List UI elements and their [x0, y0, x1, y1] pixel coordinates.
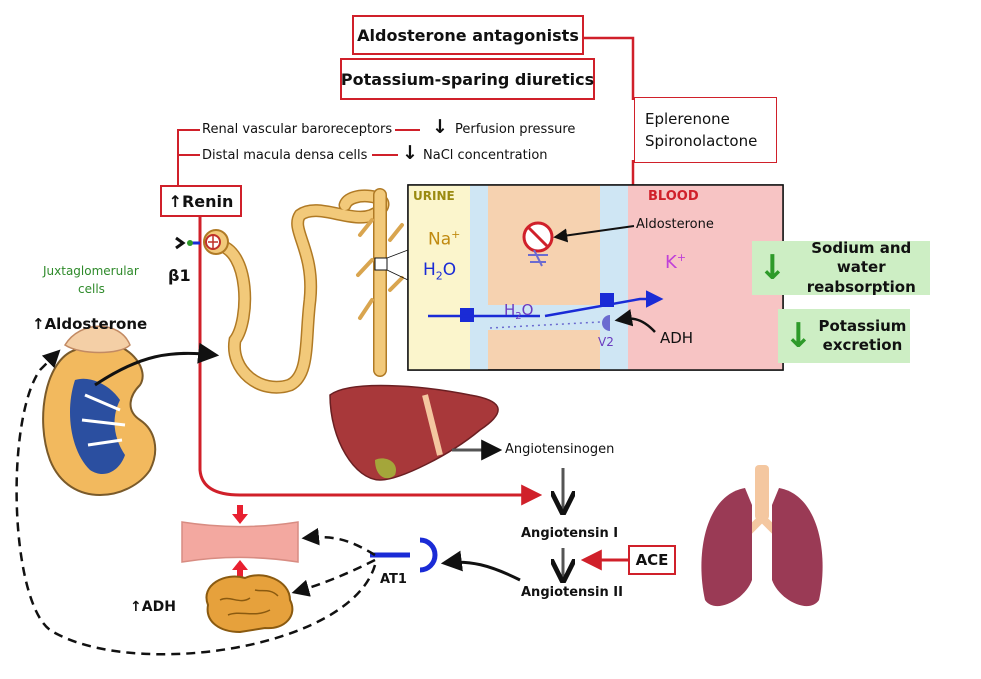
aldosterone-arrow: [553, 225, 635, 243]
aldosterone-panel-label: Aldosterone: [636, 217, 714, 232]
sodium-water-effect: ↓ Sodium and water reabsorption: [752, 238, 930, 296]
h2o-channel-h: H: [504, 301, 516, 319]
aldosterone-up-label: ↑Aldosterone: [32, 317, 147, 332]
adh-text: ADH: [141, 599, 176, 615]
potassium-effect: ↓ Potassium excretion: [778, 309, 910, 363]
kidney-to-tubule-arrow: [94, 342, 220, 387]
macula-densa-label: Distal macula densa cells: [202, 148, 368, 163]
perfusion-label: Perfusion pressure: [455, 122, 576, 137]
glomerulus: [203, 229, 229, 255]
drug-names-box: Eplerenone Spironolactone: [634, 97, 777, 163]
up-arrow-icon: ↑: [168, 191, 182, 211]
potassium-sparing-diuretics-box: Potassium-sparing diuretics: [340, 58, 595, 100]
aldosterone-antagonists-box: Aldosterone antagonists: [352, 15, 584, 55]
renin-trigger-bracket: [177, 129, 420, 185]
h2o-h: H: [423, 260, 436, 280]
jg-cells-label-line2: cells: [78, 282, 105, 296]
na-charge: +: [451, 228, 461, 241]
urine-label: URINE: [413, 189, 455, 203]
k-text: K: [665, 252, 677, 273]
adh-panel-label: ADH: [660, 329, 694, 347]
eplerenone-label: Eplerenone: [645, 109, 730, 128]
down-arrow-icon: ↓: [758, 248, 787, 288]
v2-label: V2: [598, 335, 614, 349]
down-arrow-icon: ↓: [402, 142, 418, 164]
blood-label: BLOOD: [648, 189, 699, 204]
brain-illustration: [205, 574, 294, 634]
nephron-tubule: [211, 188, 404, 394]
potassium-line1: Potassium: [818, 316, 907, 335]
na-label: Na+: [428, 229, 460, 249]
lungs-illustration: [701, 465, 823, 607]
baroreceptors-label: Renal vascular baroreceptors: [202, 122, 393, 137]
k-label: K+: [665, 252, 686, 272]
kidney-illustration: [42, 325, 157, 496]
nacl-label: NaCl concentration: [423, 148, 548, 163]
h2o-dotted: [489, 321, 601, 329]
dashed-feedback: [15, 349, 377, 656]
up-arrow-icon: ↑: [32, 315, 45, 333]
up-arrow-icon: ↑: [130, 599, 142, 615]
angiotensin-1-label: Angiotensin I: [521, 526, 619, 541]
nephron-panel: [407, 184, 784, 371]
potassium-line2: excretion: [822, 336, 903, 354]
sodium-water-line1: Sodium and water: [811, 238, 912, 277]
renin-box: ↑ Renin: [160, 185, 242, 217]
h2o-o: O: [442, 260, 457, 280]
zoom-marker: [374, 257, 388, 271]
jg-cells-label-line1: Juxtaglomerular: [43, 264, 139, 278]
beta1-label: β1: [168, 266, 191, 285]
na-text: Na: [428, 229, 452, 250]
liver-illustration: [329, 384, 499, 481]
renin-pathway-line: [198, 216, 543, 506]
renin-label: Renin: [181, 191, 234, 211]
h2o-channel-label: H2O: [504, 303, 533, 322]
adh-up-label: ↑ADH: [130, 600, 176, 614]
aldosterone-text: Aldosterone: [44, 315, 148, 333]
h2o-sub: 2: [435, 269, 443, 283]
h2o-flow-arrow: [428, 299, 660, 318]
ang2-to-at1-arrow: [440, 550, 521, 582]
h2o-channel-o: O: [521, 301, 534, 319]
vessel-illustration: [181, 505, 299, 580]
ace-box: ACE: [628, 545, 676, 575]
down-arrow-icon: ↓: [432, 116, 448, 138]
spironolactone-label: Spironolactone: [645, 132, 758, 150]
angiotensin-2-label: Angiotensin II: [521, 585, 623, 600]
down-arrow-icon: ↓: [784, 316, 813, 356]
h2o-channel-sub: 2: [515, 311, 522, 322]
angiotensinogen-label: Angiotensinogen: [505, 442, 615, 457]
k-charge: +: [676, 251, 687, 264]
at1-label: AT1: [380, 572, 407, 587]
adh-arrow: [614, 309, 656, 333]
h2o-urine-label: H2O: [423, 260, 457, 283]
at1-receptor: [370, 537, 438, 573]
beta1-receptor: [175, 236, 200, 250]
sodium-water-line2: reabsorption: [806, 277, 916, 296]
